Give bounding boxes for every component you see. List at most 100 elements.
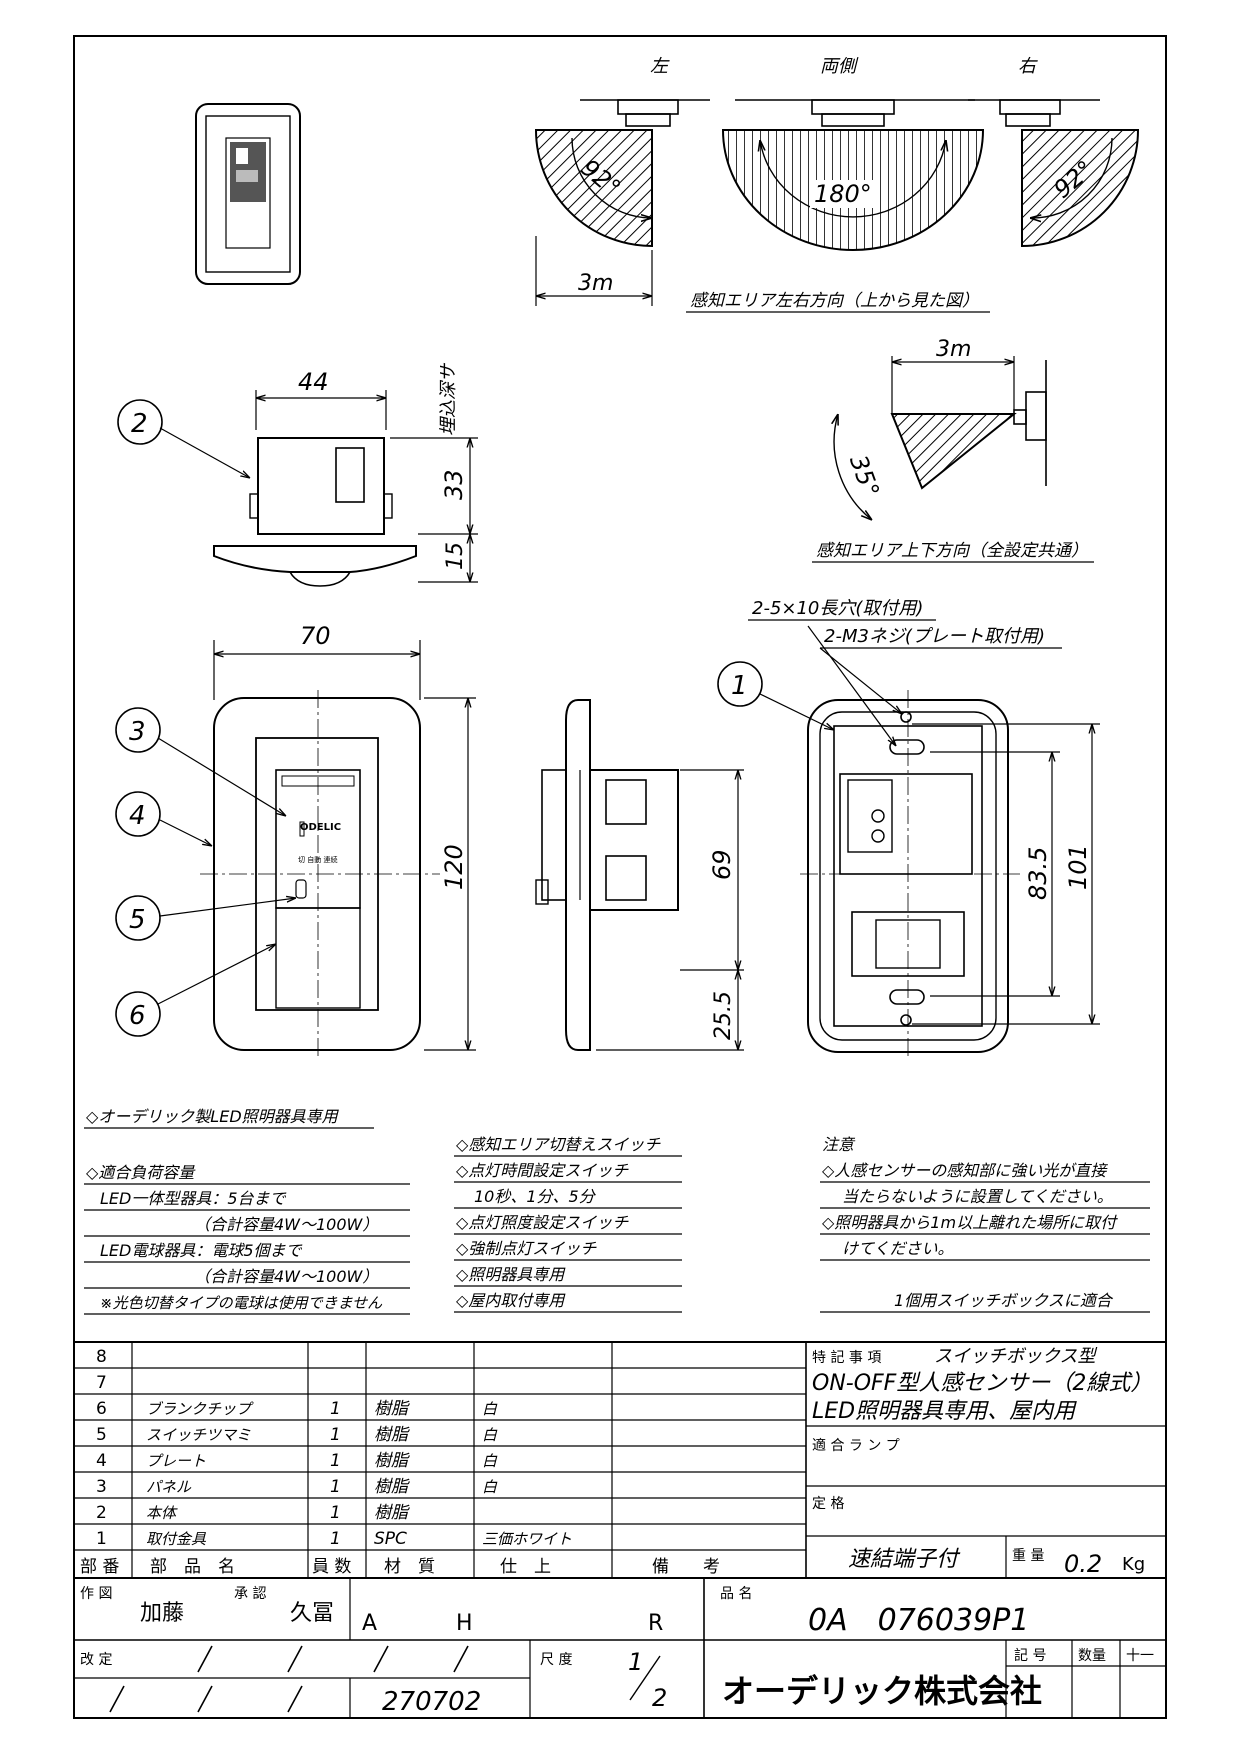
product-label: 品 名 bbox=[720, 1586, 752, 1602]
approved-label: 承 認 bbox=[234, 1586, 266, 1602]
note-c2: ◇照明器具から1m以上離れた場所に取付 bbox=[822, 1213, 1118, 1232]
callout-1: 1 bbox=[731, 671, 748, 701]
embed-depth-label: 埋込深サ bbox=[438, 362, 459, 436]
callout-2: 2 bbox=[131, 409, 148, 439]
dim-83-5: 83.5 bbox=[1024, 847, 1052, 900]
part-name: スイッチツマミ bbox=[146, 1426, 251, 1444]
scale-denominator: 2 bbox=[652, 1684, 667, 1712]
callouts: 2 3 4 5 6 1 bbox=[115, 399, 834, 1037]
dim-70: 70 bbox=[300, 622, 331, 650]
part-no: 2 bbox=[96, 1503, 107, 1523]
dim-44: 44 bbox=[298, 368, 329, 396]
special-3: LED照明器具専用、屋内用 bbox=[812, 1399, 1077, 1424]
caption-left-right: 感知エリア左右方向（上から見た図） bbox=[690, 291, 979, 311]
angle-both: 180° bbox=[814, 180, 872, 208]
symbol-label: 記 号 bbox=[1014, 1647, 1046, 1664]
note-load-title: ◇適合負荷容量 bbox=[86, 1163, 196, 1182]
note-load2b: （合計容量4W～100W） bbox=[194, 1267, 378, 1286]
part-finish: 白 bbox=[482, 1400, 498, 1418]
code-r: R bbox=[648, 1611, 663, 1636]
product-number: 0A 076039P1 bbox=[808, 1603, 1029, 1638]
note-mid2b: 10秒、1分、5分 bbox=[474, 1187, 597, 1206]
drawn-label: 作 図 bbox=[80, 1586, 112, 1602]
scale-label: 尺 度 bbox=[540, 1652, 572, 1668]
part-qty: 1 bbox=[330, 1477, 341, 1497]
slot-label: 2-5×10長穴(取付用) bbox=[752, 598, 923, 619]
part-finish: 三価ホワイト bbox=[482, 1530, 572, 1548]
code-a: A bbox=[362, 1611, 377, 1636]
part-name: 取付金具 bbox=[146, 1530, 207, 1548]
header-no: 部 番 bbox=[80, 1557, 119, 1577]
part-finish: 白 bbox=[482, 1478, 498, 1496]
note-mid5: ◇照明器具専用 bbox=[456, 1265, 566, 1284]
weight-label: 重 量 bbox=[1012, 1548, 1044, 1564]
caption-up-down: 感知エリア上下方向（全設定共通） bbox=[816, 541, 1088, 561]
company-name: オーデリック株式会社 bbox=[722, 1672, 1042, 1710]
header-remarks: 備 考 bbox=[652, 1557, 720, 1577]
rating-label: 定 格 bbox=[812, 1496, 844, 1512]
dim-33: 33 bbox=[440, 469, 468, 500]
part-mat: 樹脂 bbox=[374, 1503, 410, 1523]
header-finish: 仕 上 bbox=[500, 1557, 551, 1577]
note-c1: ◇人感センサーの感知部に強い光が直接 bbox=[822, 1161, 1108, 1180]
callout-6: 6 bbox=[129, 1001, 146, 1031]
lamp-label: 適 合 ラ ン プ bbox=[812, 1437, 900, 1454]
notes: ◇オーデリック製LED照明器具専用 ◇適合負荷容量 LED一体型器具：5台まで … bbox=[84, 1107, 1150, 1315]
part-name: プレート bbox=[146, 1452, 206, 1470]
part-no: 7 bbox=[96, 1373, 107, 1393]
part-name: ブランクチップ bbox=[146, 1400, 254, 1418]
mounting-bracket-view: 2-5×10長穴(取付用) 2-M3ネジ(プレート取付用) 83.5 101 bbox=[748, 598, 1100, 1060]
header-name: 部 品 名 bbox=[150, 1557, 235, 1577]
code-h: H bbox=[456, 1611, 473, 1636]
part-qty: 1 bbox=[330, 1451, 341, 1471]
revision-slashes bbox=[109, 1645, 469, 1713]
callout-3: 3 bbox=[129, 717, 146, 747]
screw-label: 2-M3ネジ(プレート取付用) bbox=[824, 626, 1045, 647]
note-load1b: （合計容量4W～100W） bbox=[194, 1215, 378, 1234]
note-title: ◇オーデリック製LED照明器具専用 bbox=[86, 1107, 340, 1126]
part-mat: 樹脂 bbox=[374, 1399, 410, 1419]
part-mat: 樹脂 bbox=[374, 1451, 410, 1471]
dim-15: 15 bbox=[443, 542, 468, 570]
dim-69: 69 bbox=[708, 849, 736, 880]
dim-101: 101 bbox=[1064, 844, 1092, 890]
sheet-border bbox=[73, 35, 1167, 1719]
note-load1: LED一体型器具：5台まで bbox=[100, 1189, 287, 1208]
part-finish: 白 bbox=[482, 1426, 498, 1444]
count-label: 数量 bbox=[1078, 1648, 1106, 1664]
note-mid6: ◇屋内取付専用 bbox=[456, 1291, 566, 1310]
detection-area-up-down: 35° 3m 感知エリア上下方向（全設定共通） bbox=[812, 337, 1094, 563]
part-no: 3 bbox=[96, 1477, 107, 1497]
panel-brand: ODELIC bbox=[300, 822, 341, 833]
part-no: 4 bbox=[96, 1451, 107, 1471]
part-name: パネル bbox=[146, 1478, 192, 1496]
label-both: 両側 bbox=[820, 56, 859, 77]
dist-left: 3m bbox=[578, 271, 613, 296]
note-c1b: 当たらないように設置してください。 bbox=[842, 1187, 1113, 1206]
note-c2b: けてください。 bbox=[842, 1239, 954, 1258]
parts-table-headers: 部 番 部 品 名 員 数 材 質 仕 上 備 考 bbox=[80, 1557, 720, 1577]
spec-block: 特 記 事 項 スイッチボックス型 ON-OFF型人感センサー（2線式） LED… bbox=[812, 1346, 1152, 1578]
part-finish: 白 bbox=[482, 1452, 498, 1470]
scale-numerator: 1 bbox=[628, 1648, 643, 1676]
callout-5: 5 bbox=[129, 905, 146, 935]
header-material: 材 質 bbox=[384, 1557, 435, 1577]
side-view-assembled: 69 25.5 bbox=[535, 699, 744, 1051]
label-right: 右 bbox=[1018, 56, 1038, 77]
angle-35: 35° bbox=[844, 451, 885, 501]
part-mat: 樹脂 bbox=[374, 1425, 410, 1445]
part-mat: SPC bbox=[374, 1529, 407, 1549]
front-view: 70 ODELIC 切 自動 連続 120 bbox=[200, 622, 476, 1060]
note-caution: 注意 bbox=[822, 1135, 856, 1154]
side-view-body: 44 33 15 埋込深サ bbox=[213, 362, 478, 587]
part-qty: 1 bbox=[330, 1425, 341, 1445]
ten-one-label: 十一 bbox=[1126, 1648, 1154, 1664]
special-1: スイッチボックス型 bbox=[934, 1346, 1097, 1367]
product-thumbnail bbox=[195, 103, 301, 285]
part-no: 8 bbox=[96, 1347, 107, 1367]
revision-date: 270702 bbox=[382, 1687, 481, 1717]
special-label: 特 記 事 項 bbox=[812, 1349, 881, 1366]
note-mid3: ◇点灯照度設定スイッチ bbox=[456, 1213, 629, 1232]
special-2: ON-OFF型人感センサー（2線式） bbox=[812, 1371, 1152, 1396]
